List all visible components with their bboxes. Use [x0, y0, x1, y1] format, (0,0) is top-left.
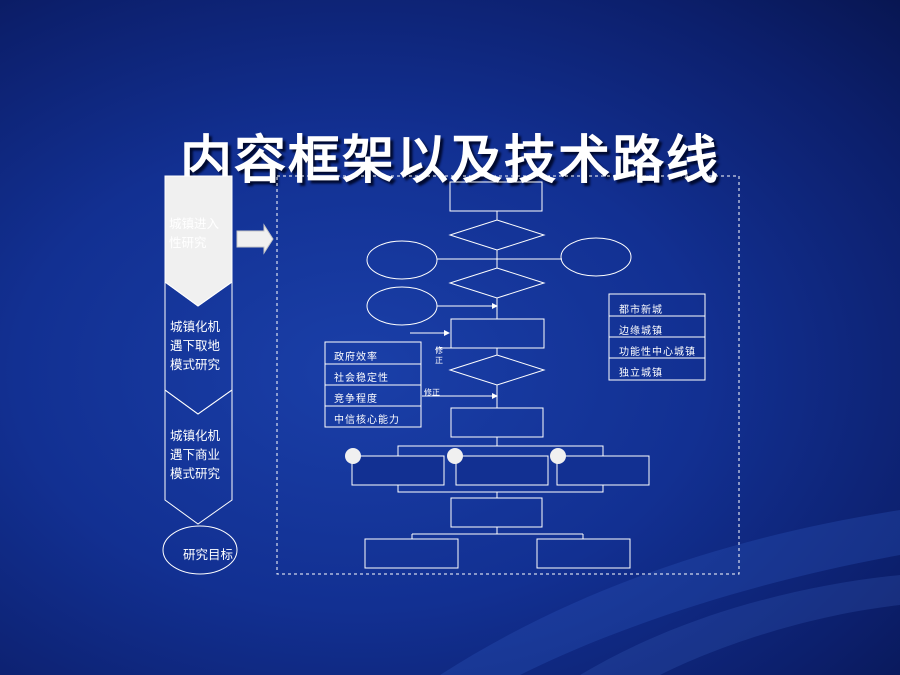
- left-step2-label: 城镇化机 遇下取地 模式研究: [170, 319, 221, 372]
- city-type-independent-town: 独立城镇: [619, 368, 663, 379]
- page-title: 内容框架以及技术路线: [179, 130, 720, 191]
- factor-government-efficiency: 政府效率: [334, 352, 378, 363]
- revise-label-short: 修 正: [435, 346, 443, 365]
- city-type-functional-center: 功能性中心城镇: [619, 347, 696, 358]
- revise-label: 修正: [424, 388, 440, 397]
- city-type-new-city: 都市新城: [619, 305, 663, 316]
- node-dot: [345, 448, 361, 464]
- city-type-edge-town: 边缘城镇: [619, 326, 663, 337]
- left-step3-label: 城镇化机 遇下商业 模式研究: [170, 428, 221, 481]
- factor-social-stability: 社会稳定性: [334, 373, 389, 384]
- left-step3-shape: [164, 389, 233, 525]
- left-step1-label: 城镇进入 性研究: [169, 216, 220, 250]
- goal-ellipse: [162, 525, 238, 575]
- goal-label: 研究目标: [183, 547, 234, 562]
- right-arrow-icon: [236, 223, 274, 255]
- diagram-frame: [276, 175, 740, 575]
- node-dot: [550, 448, 566, 464]
- node-dot: [447, 448, 463, 464]
- background-swoosh: [440, 510, 900, 675]
- factor-competition: 竞争程度: [334, 394, 378, 405]
- factor-core-capability: 中信核心能力: [334, 415, 400, 426]
